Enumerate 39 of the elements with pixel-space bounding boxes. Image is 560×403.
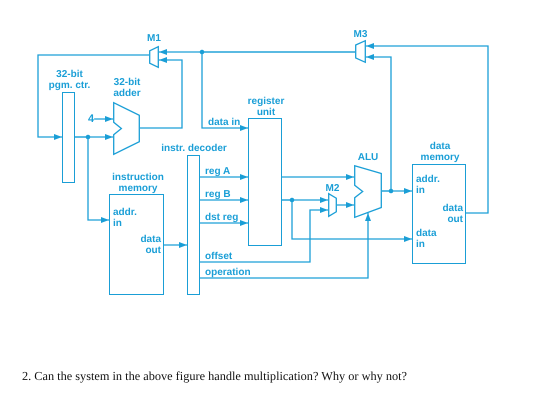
port-label: addr. in (113, 206, 138, 228)
block-title: data memory (420, 140, 460, 162)
arrow (282, 174, 354, 180)
arrow (164, 242, 187, 248)
block-title: instr. decoder (160, 142, 228, 154)
block-title: ALU (356, 152, 380, 162)
block-title: 32-bit adder (112, 76, 142, 98)
mux-label: M1 (146, 32, 162, 44)
arrow (282, 199, 412, 242)
port-label: data out (441, 202, 463, 224)
wire-label: operation (205, 266, 251, 278)
mux-label: M2 (324, 182, 340, 194)
wire-label: reg B (205, 189, 231, 200)
arrow (366, 43, 489, 214)
arrow (337, 202, 354, 208)
arrow (200, 212, 371, 279)
wire-label: offset (205, 250, 232, 262)
port-label: data in (416, 228, 438, 250)
arrow (37, 54, 149, 140)
arrow (94, 116, 113, 122)
block-title: register unit (246, 96, 286, 118)
arrow (201, 51, 355, 131)
constant-label: 4 (88, 113, 94, 125)
arrow (366, 54, 392, 192)
arrow (200, 174, 248, 180)
mux-label: M3 (352, 28, 368, 40)
arrow (75, 136, 109, 223)
question-text: 2. Can the system in the above figure handle multiplication? Why or why not? (22, 369, 407, 384)
arrow (200, 207, 328, 263)
block-title: 32-bit pgm. ctr. (48, 68, 92, 90)
port-label: data out (139, 234, 161, 256)
block-title: instruction memory (111, 172, 165, 194)
wire-label: reg A (205, 166, 230, 177)
arrow (200, 220, 248, 226)
arrow (140, 57, 183, 129)
port-label: addr. in (416, 174, 441, 196)
wire-label: data in (208, 116, 240, 128)
arrow (200, 197, 248, 203)
wire-label: dst reg (205, 212, 238, 222)
